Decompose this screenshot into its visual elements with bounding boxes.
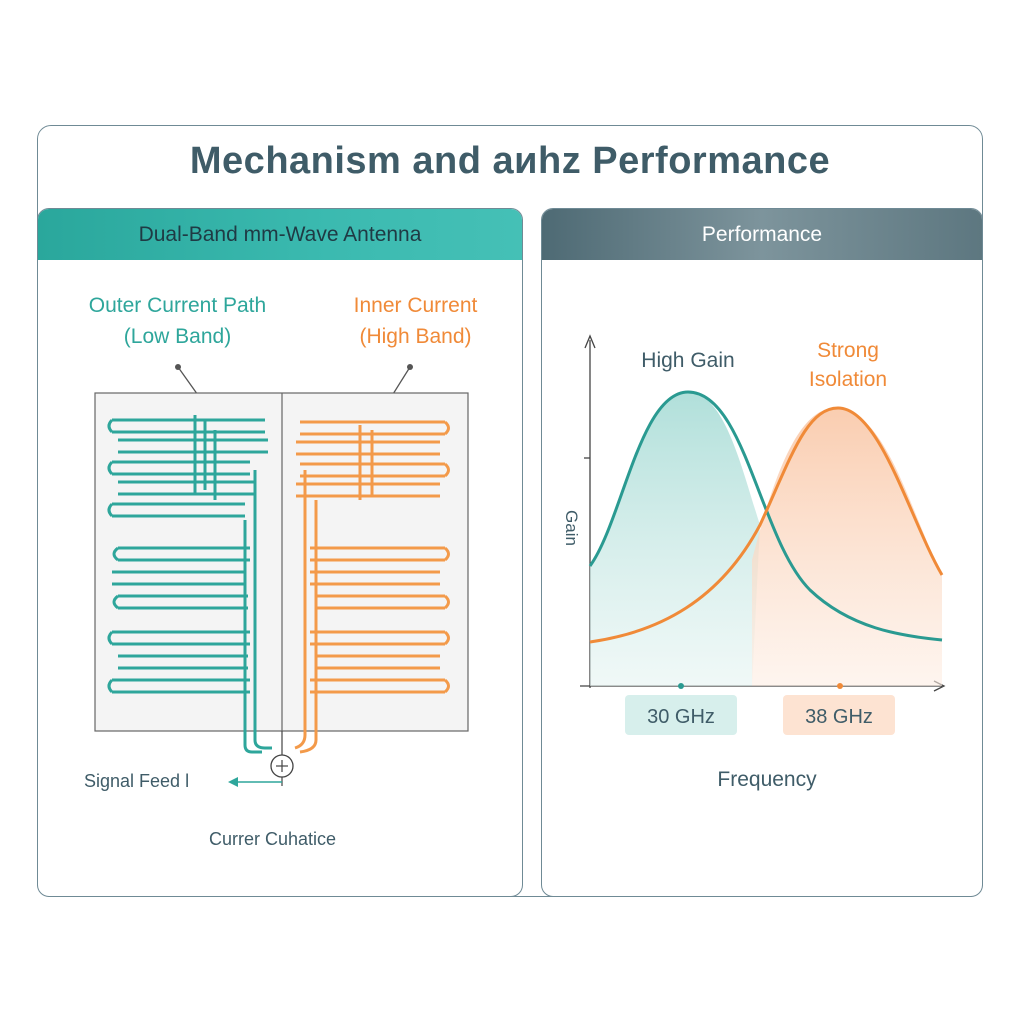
- low-band-curve: [588, 390, 943, 642]
- inner-path-label: Inner Current (High Band): [318, 290, 513, 352]
- high-band-curve: [589, 406, 944, 644]
- outer-path-label-line2: (Low Band): [123, 325, 232, 348]
- page-title: Mechanism and аиhz Performance: [189, 140, 831, 182]
- performance-chart: 30 GHz 38 GHz High Gain Strong Isolation…: [562, 334, 946, 791]
- tick-38ghz-box: [783, 695, 895, 735]
- tick-30ghz-marker: [678, 683, 684, 689]
- antenna-panel-header: Dual-Band mm-Wave Antenna: [38, 209, 522, 260]
- inner-meander-trace: [294, 420, 450, 754]
- antenna-diagram: [94, 364, 469, 787]
- tick-label-38ghz: 38 GHz: [805, 706, 873, 728]
- diagram-caption: Currer Cuhatice: [209, 829, 337, 849]
- tick-label-30ghz: 30 GHz: [647, 706, 715, 728]
- outer-path-label-line1: Outer Current Path: [88, 294, 267, 317]
- outer-path-label: Outer Current Path (Low Band): [55, 290, 300, 352]
- inner-path-label-line2: (High Band): [359, 325, 472, 348]
- annotation-isolation-line1: Strong: [817, 339, 879, 362]
- tick-30ghz-box: [625, 695, 737, 735]
- performance-panel-header: Performance: [542, 209, 982, 260]
- annotation-high-gain: High Gain: [641, 349, 734, 372]
- outer-meander-trace: [107, 415, 272, 754]
- high-band-area: [752, 408, 942, 686]
- inner-path-label-line1: Inner Current: [353, 294, 478, 317]
- annotation-isolation-line2: Isolation: [809, 368, 887, 391]
- tick-38ghz-marker: [837, 683, 843, 689]
- signal-feed-port: [228, 731, 294, 787]
- signal-feed-label: Signal Feed l: [84, 771, 190, 791]
- x-axis-label: Frequency: [717, 768, 817, 791]
- y-axis-label: Gain: [562, 510, 581, 546]
